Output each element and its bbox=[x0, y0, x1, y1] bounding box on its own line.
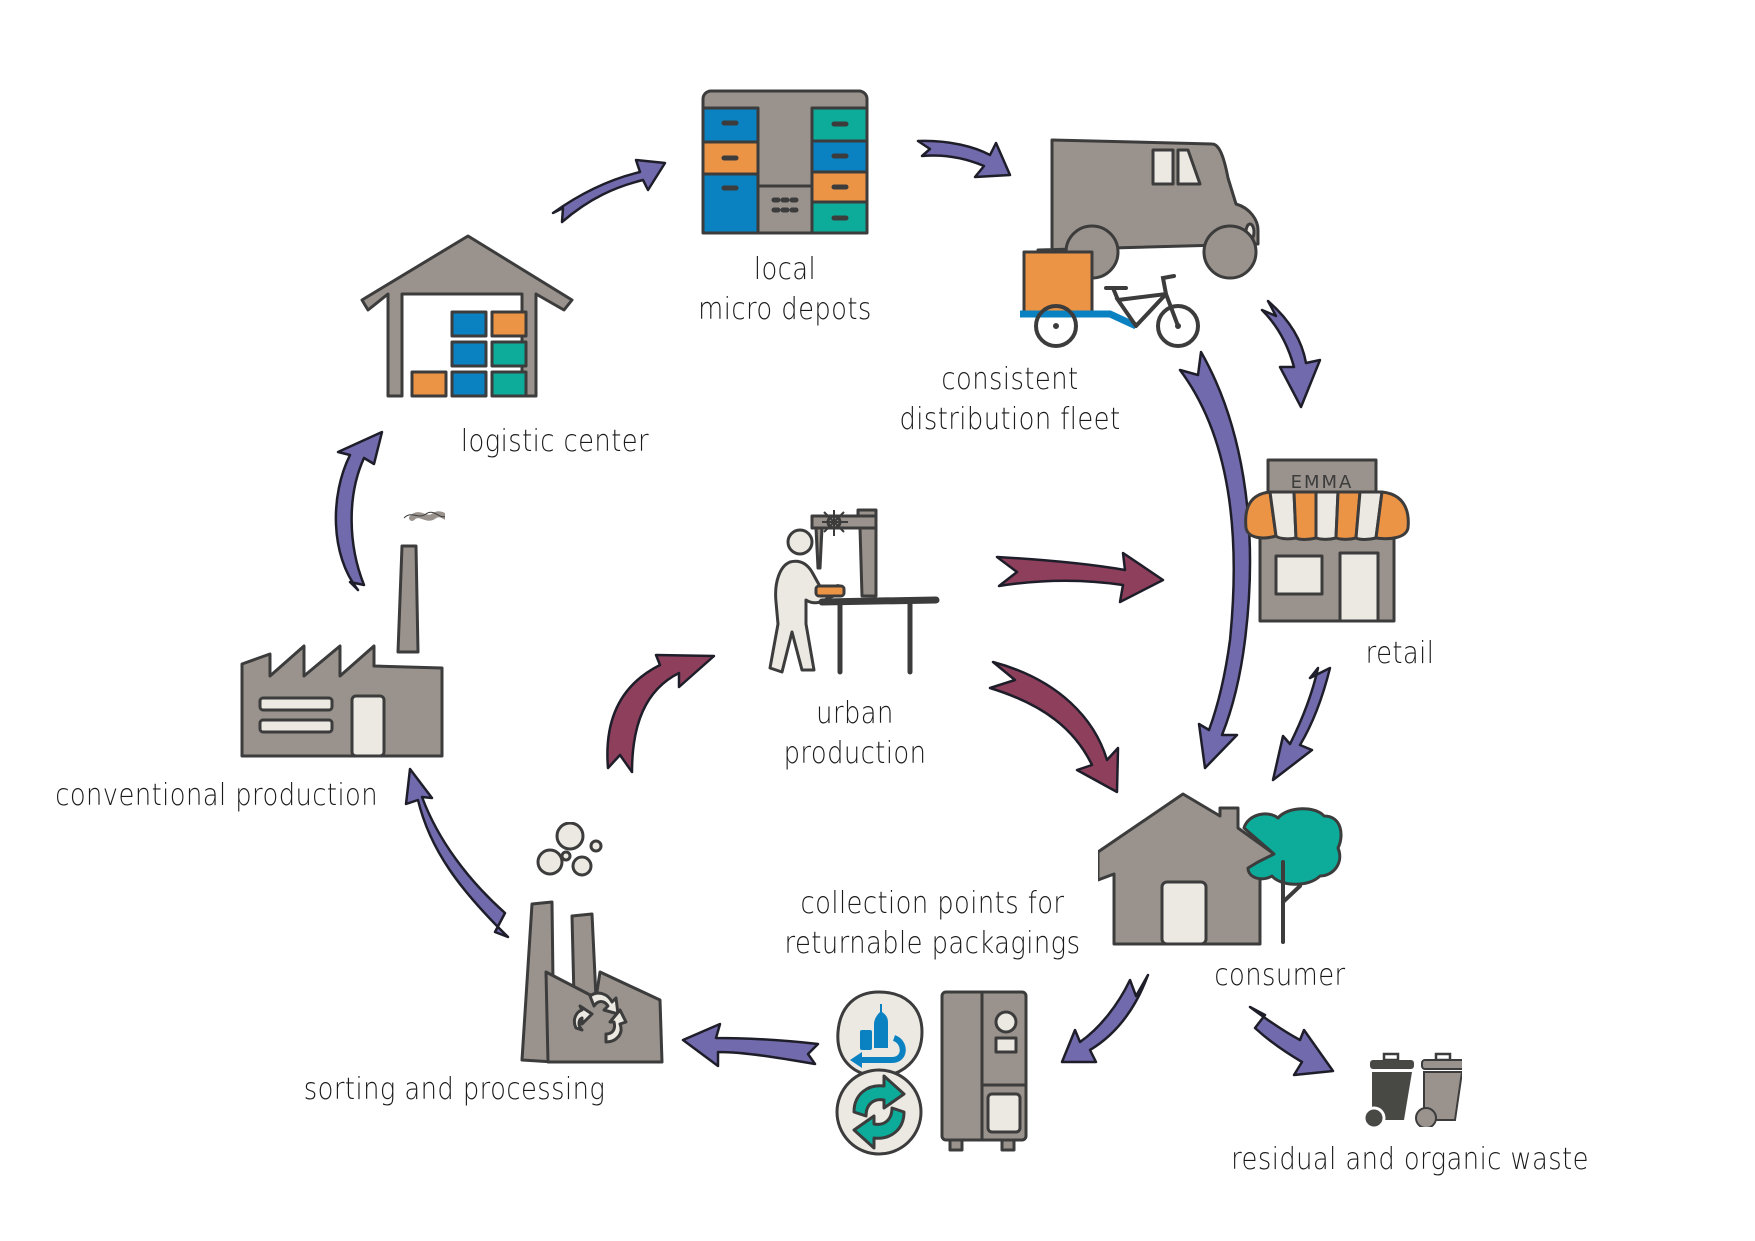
3d-printer-worker-icon bbox=[768, 508, 940, 675]
label-logistic: logistic center bbox=[460, 424, 650, 459]
locker-icon bbox=[701, 89, 869, 235]
label-sorting: sorting and processing bbox=[303, 1072, 606, 1107]
label-collection: collection points for returnable packagi… bbox=[784, 886, 1081, 961]
reverse-vending-machine-icon bbox=[940, 990, 1028, 1152]
arrow-logistic-to-depots bbox=[551, 158, 667, 224]
arrow-consumer-to-waste bbox=[1248, 1005, 1335, 1077]
arrow-urban-to-consumer bbox=[988, 660, 1120, 794]
label-fleet: consistent distribution fleet bbox=[899, 362, 1121, 437]
arrow-collection-to-sorting bbox=[681, 1022, 820, 1068]
label-micro-depots: local micro depots bbox=[698, 252, 872, 327]
arrow-sorting-to-urban bbox=[606, 653, 716, 774]
arrow-sorting-to-conventional bbox=[404, 767, 510, 939]
arrow-urban-to-retail bbox=[995, 551, 1165, 604]
shop-icon: EMMA bbox=[1244, 458, 1410, 623]
label-retail: retail bbox=[1365, 636, 1435, 671]
waste-bins-icon bbox=[1362, 1052, 1462, 1127]
label-conventional: conventional production bbox=[55, 778, 379, 813]
returnable-packaging-symbols-icon bbox=[835, 990, 924, 1156]
van-and-cargo-bike-icon bbox=[1020, 138, 1260, 348]
arrow-depots-to-fleet bbox=[916, 139, 1012, 179]
label-waste: residual and organic waste bbox=[1231, 1142, 1589, 1177]
label-consumer: consumer bbox=[1214, 958, 1346, 993]
warehouse-icon bbox=[360, 234, 574, 398]
house-with-tree-icon bbox=[1098, 792, 1343, 946]
factory-icon bbox=[240, 511, 445, 758]
arrow-consumer-to-collection bbox=[1060, 973, 1150, 1064]
shop-sign-text: EMMA bbox=[1291, 472, 1354, 493]
arrow-retail-to-consumer bbox=[1271, 666, 1332, 782]
label-urban: urban production bbox=[783, 696, 927, 771]
recycling-factory-icon bbox=[520, 822, 664, 1064]
